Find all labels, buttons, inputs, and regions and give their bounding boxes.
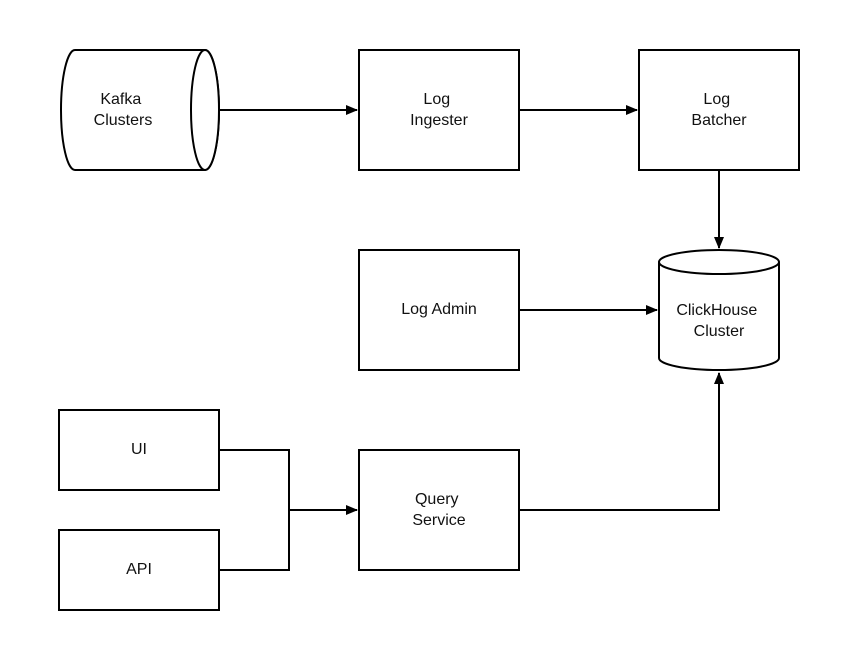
batcher-label: Log Batcher: [691, 91, 747, 129]
edge-api-to-query: [219, 505, 358, 571]
node-log-batcher: Log Batcher: [638, 49, 800, 171]
node-clickhouse-cluster: ClickHouse Cluster: [658, 249, 780, 371]
node-query-service: Query Service: [358, 449, 520, 571]
node-log-admin: Log Admin: [358, 249, 520, 371]
clickhouse-label: ClickHouse Cluster: [676, 302, 761, 340]
node-kafka-clusters: Kafka Clusters: [60, 49, 220, 171]
ui-label: UI: [131, 441, 147, 458]
ingester-label: Log Ingester: [410, 91, 468, 129]
node-api: API: [58, 529, 220, 611]
kafka-label: Kafka Clusters: [94, 91, 153, 129]
node-log-ingester: Log Ingester: [358, 49, 520, 171]
edge-query-to-clickhouse: [519, 372, 724, 511]
node-ui: UI: [58, 409, 220, 491]
query-label: Query Service: [412, 491, 465, 529]
admin-label: Log Admin: [401, 301, 477, 318]
edge-ui-to-query: [219, 449, 290, 510]
api-label: API: [126, 561, 152, 578]
edges: [219, 105, 724, 571]
